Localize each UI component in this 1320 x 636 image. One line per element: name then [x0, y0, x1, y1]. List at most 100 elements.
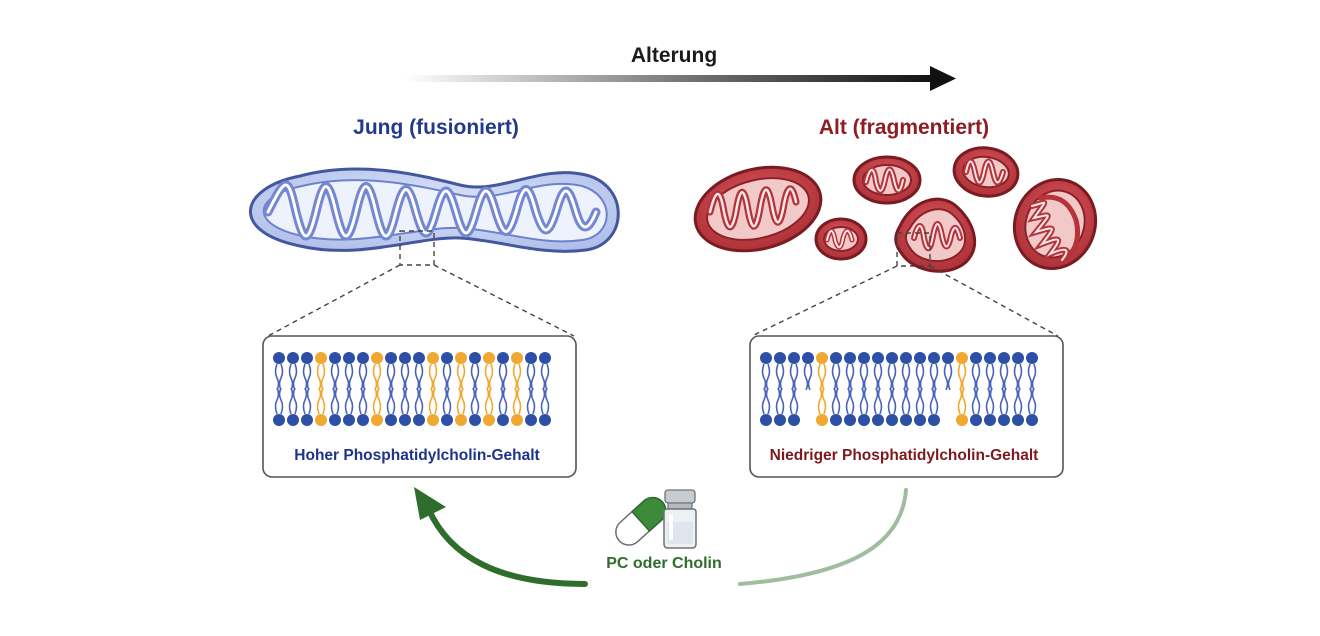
lipid-top	[497, 352, 509, 391]
old-mito-fragment-3	[952, 146, 1020, 198]
lipid-top	[886, 352, 898, 391]
lipid-top	[329, 352, 341, 391]
lipid-top	[844, 352, 856, 391]
old-mito-fragment-6	[1012, 178, 1098, 270]
pc-lipid-bottom	[511, 387, 523, 426]
lipid-top	[942, 352, 954, 391]
lipid-bottom	[928, 387, 940, 426]
pc-lipid-top	[816, 352, 828, 391]
lipid-top	[830, 352, 842, 391]
aging-label: Alterung	[630, 44, 718, 67]
lipid-bottom	[343, 387, 355, 426]
young-title: Jung (fusioniert)	[353, 116, 519, 139]
lipid-top	[273, 352, 285, 391]
lipid-bottom	[441, 387, 453, 426]
lipid-bottom	[872, 387, 884, 426]
lipid-top	[301, 352, 313, 391]
young-lipid-bilayer	[273, 352, 551, 426]
lipid-bottom	[900, 387, 912, 426]
young-zoom-indicator	[267, 230, 575, 337]
lipid-bottom	[970, 387, 982, 426]
lipid-bottom	[788, 387, 800, 426]
pc-lipid-top	[455, 352, 467, 391]
pc-lipid-bottom	[427, 387, 439, 426]
pc-lipid-bottom	[816, 387, 828, 426]
lipid-bottom	[525, 387, 537, 426]
lipid-bottom	[301, 387, 313, 426]
old-mitochondria-fragments	[693, 146, 1098, 273]
lipid-bottom	[1026, 387, 1038, 426]
lipid-bottom	[399, 387, 411, 426]
lipid-top	[872, 352, 884, 391]
lipid-bottom	[329, 387, 341, 426]
lipid-top	[385, 352, 397, 391]
lipid-top	[928, 352, 940, 391]
pc-lipid-top	[427, 352, 439, 391]
lipid-top	[469, 352, 481, 391]
lipid-top	[441, 352, 453, 391]
lipid-bottom	[844, 387, 856, 426]
pc-lipid-top	[956, 352, 968, 391]
capsule-icon	[615, 496, 667, 546]
lipid-top	[399, 352, 411, 391]
lipid-bottom	[385, 387, 397, 426]
lipid-top	[525, 352, 537, 391]
old-mito-fragment-4	[814, 217, 868, 261]
lipid-top	[539, 352, 551, 391]
lipid-top	[357, 352, 369, 391]
lipid-top	[1026, 352, 1038, 391]
pc-lipid-top	[371, 352, 383, 391]
lipid-bottom	[830, 387, 842, 426]
old-mito-fragment-1	[693, 165, 823, 253]
lipid-bottom	[984, 387, 996, 426]
young-membrane-caption: Hoher Phosphatidylcholin-Gehalt	[294, 447, 540, 464]
lipid-top	[343, 352, 355, 391]
lipid-bottom	[1012, 387, 1024, 426]
lipid-top	[287, 352, 299, 391]
lipid-bottom	[497, 387, 509, 426]
lipid-bottom	[858, 387, 870, 426]
lipid-top	[802, 352, 814, 391]
old-title: Alt (fragmentiert)	[818, 116, 990, 139]
lipid-top	[914, 352, 926, 391]
old-membrane-box	[749, 335, 1064, 478]
lipid-bottom	[998, 387, 1010, 426]
lipid-top	[984, 352, 996, 391]
old-mito-fragment-2	[852, 155, 922, 205]
lipid-top	[998, 352, 1010, 391]
treatment-arrow	[414, 487, 908, 587]
pc-lipid-bottom	[455, 387, 467, 426]
lipid-bottom	[760, 387, 772, 426]
young-membrane-box	[262, 335, 577, 478]
lipid-bottom	[273, 387, 285, 426]
lipid-top	[413, 352, 425, 391]
lipid-top	[900, 352, 912, 391]
lipid-bottom	[886, 387, 898, 426]
old-mito-fragment-5	[894, 197, 977, 273]
old-zoom-indicator	[751, 232, 1059, 337]
pc-lipid-top	[483, 352, 495, 391]
lipid-top	[774, 352, 786, 391]
aging-arrow	[405, 66, 956, 91]
lipid-bottom	[287, 387, 299, 426]
lipid-bottom	[357, 387, 369, 426]
lipid-top	[1012, 352, 1024, 391]
lipid-bottom	[914, 387, 926, 426]
pc-lipid-top	[315, 352, 327, 391]
lipid-top	[788, 352, 800, 391]
lipid-top	[858, 352, 870, 391]
old-membrane-caption: Niedriger Phosphatidylcholin-Gehalt	[769, 447, 1039, 464]
lipid-top	[760, 352, 772, 391]
lipid-bottom	[774, 387, 786, 426]
lipid-bottom	[539, 387, 551, 426]
pc-lipid-bottom	[483, 387, 495, 426]
lipid-top	[970, 352, 982, 391]
pc-lipid-top	[511, 352, 523, 391]
lipid-bottom	[469, 387, 481, 426]
pc-lipid-bottom	[315, 387, 327, 426]
vial-icon	[663, 489, 697, 549]
pc-lipid-bottom	[956, 387, 968, 426]
treatment-label: PC oder Cholin	[606, 555, 722, 572]
old-lipid-bilayer	[760, 352, 1038, 426]
